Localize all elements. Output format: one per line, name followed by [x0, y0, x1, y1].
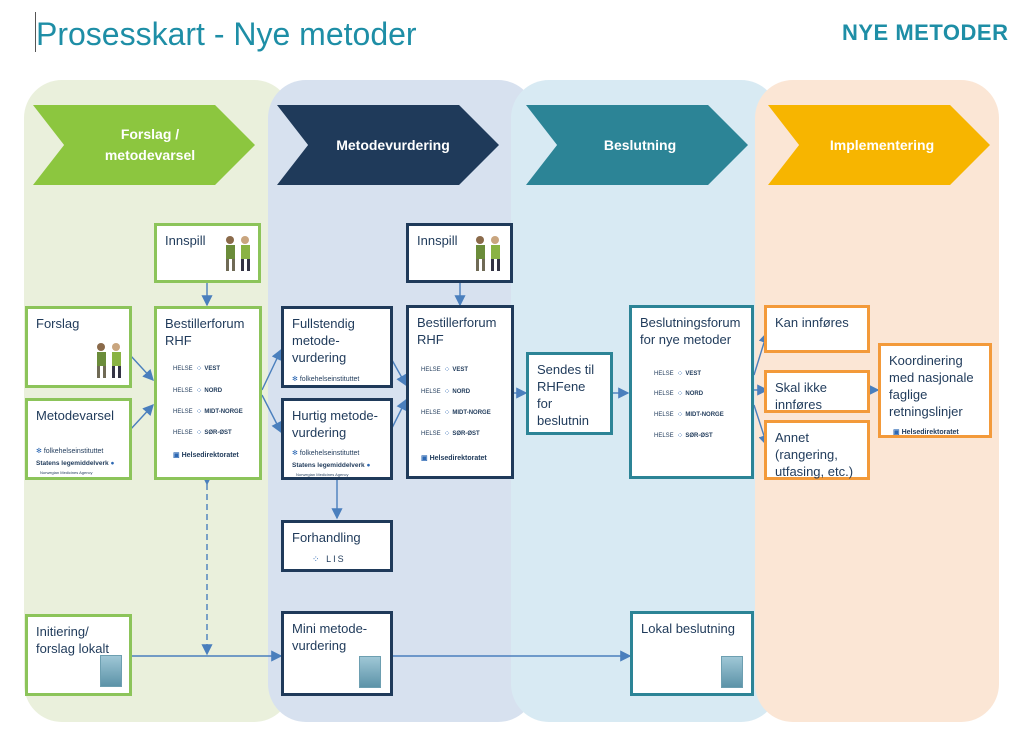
helse-vest-logo: HELSE⁘VEST: [421, 365, 469, 374]
phase-forslag-label: Forslag / metodevarsel: [104, 126, 196, 163]
box-kan-innfores-label: Kan innføres: [775, 315, 849, 330]
box-initiering: Initiering/ forslag lokalt: [25, 614, 132, 696]
box-fullstendig-label: Fullstendig metode- vurdering: [292, 316, 355, 365]
helse-vest-logo: HELSE⁘VEST: [654, 369, 702, 378]
box-annet-label: Annet (rangering, utfasing, etc.): [775, 430, 854, 479]
box-hurtig-label: Hurtig metode- vurdering: [292, 408, 378, 440]
box-skal-ikke: Skal ikke innføres: [764, 370, 870, 413]
box-sendes-label: Sendes til RHFene for beslutnin: [537, 362, 595, 428]
box-innspill-2-label: Innspill: [417, 233, 458, 248]
helse-midt-logo: HELSE⁘MIDT-NORGE: [654, 410, 724, 419]
people-icon: [226, 236, 250, 271]
box-koordinering: Koordinering med nasjonale faglige retni…: [878, 343, 992, 438]
building-icon: [100, 655, 122, 687]
brand-logo: NYE METODER: [842, 20, 1009, 45]
box-metodevarsel: Metodevarsel ✻ folkehelseinstituttet Sta…: [25, 398, 132, 480]
slv-logo: Statens legemiddelverk ●: [36, 460, 115, 467]
box-hurtig: Hurtig metode- vurdering ✻ folkehelseins…: [281, 398, 393, 480]
box-lokal-label: Lokal beslutning: [641, 621, 735, 636]
box-beslutningsforum: Beslutningsforum for nye metoder HELSE⁘V…: [629, 305, 754, 479]
box-forhandling-label: Forhandling: [292, 530, 361, 545]
slv-logo-sub: Norwegian Medicines Agency: [40, 470, 93, 475]
box-metodevarsel-label: Metodevarsel: [36, 408, 115, 423]
helse-midt-logo: HELSE⁘MIDT-NORGE: [421, 408, 491, 417]
people-icon: [97, 343, 121, 378]
slv-logo-sub: Norwegian Medicines Agency: [296, 472, 349, 477]
phase-implementering: Implementering: [768, 105, 990, 185]
phase-forslag: Forslag / metodevarsel: [33, 105, 255, 185]
phase-metodevurdering-label: Metodevurdering: [336, 136, 450, 153]
helse-sorost-logo: HELSE⁘SØR-ØST: [654, 431, 713, 440]
box-skal-ikke-label: Skal ikke innføres: [775, 380, 828, 412]
helse-nord-logo: HELSE⁘NORD: [173, 386, 223, 395]
box-annet: Annet (rangering, utfasing, etc.): [764, 420, 870, 480]
box-bestillerforum-1: Bestillerforum RHF HELSE⁘VEST HELSE⁘NORD…: [154, 306, 262, 480]
box-mini-label: Mini metode- vurdering: [292, 621, 368, 653]
box-bestillerforum-2-label: Bestillerforum RHF: [417, 315, 497, 347]
helsedirektoratet-logo: ▣ Helsedirektoratet: [173, 452, 239, 459]
box-innspill-2: Innspill: [406, 223, 513, 283]
helse-nord-logo: HELSE⁘NORD: [421, 387, 471, 396]
building-icon: [721, 656, 743, 688]
slv-logo: Statens legemiddelverk ●: [292, 462, 371, 469]
fhi-logo: ✻ folkehelseinstituttet: [292, 450, 360, 457]
box-initiering-label: Initiering/ forslag lokalt: [36, 624, 109, 656]
box-bestillerforum-2: Bestillerforum RHF HELSE⁘VEST HELSE⁘NORD…: [406, 305, 514, 479]
building-icon: [359, 656, 381, 688]
people-icon: [476, 236, 500, 271]
box-lokal: Lokal beslutning: [630, 611, 754, 696]
box-forhandling: Forhandling ⁘ LIS: [281, 520, 393, 572]
box-mini: Mini metode- vurdering: [281, 611, 393, 696]
page-title: Prosesskart - Nye metoder: [36, 16, 417, 52]
helse-sorost-logo: HELSE⁘SØR-ØST: [173, 428, 232, 437]
helsedirektoratet-logo: ▣ Helsedirektoratet: [893, 429, 959, 436]
helse-nord-logo: HELSE⁘NORD: [654, 389, 704, 398]
box-bestillerforum-1-label: Bestillerforum RHF: [165, 316, 245, 348]
phase-metodevurdering: Metodevurdering: [277, 105, 499, 185]
helse-vest-logo: HELSE⁘VEST: [173, 364, 221, 373]
fhi-logo: ✻ folkehelseinstituttet: [292, 376, 360, 383]
helse-midt-logo: HELSE⁘MIDT-NORGE: [173, 407, 243, 416]
box-sendes: Sendes til RHFene for beslutnin: [526, 352, 613, 435]
lis-logo: ⁘ LIS: [312, 554, 346, 564]
box-fullstendig: Fullstendig metode- vurdering ✻ folkehel…: [281, 306, 393, 388]
box-kan-innfores: Kan innføres: [764, 305, 870, 353]
box-innspill-1-label: Innspill: [165, 233, 206, 248]
title-divider: [35, 12, 36, 52]
phase-beslutning-label: Beslutning: [603, 136, 677, 153]
helse-sorost-logo: HELSE⁘SØR-ØST: [421, 429, 480, 438]
phase-beslutning: Beslutning: [526, 105, 748, 185]
box-forslag: Forslag: [25, 306, 132, 388]
box-forslag-label: Forslag: [36, 316, 80, 331]
phase-implementering-label: Implementering: [829, 136, 935, 153]
box-beslutningsforum-label: Beslutningsforum for nye metoder: [640, 315, 741, 347]
fhi-logo: ✻ folkehelseinstituttet: [36, 448, 104, 455]
box-innspill-1: Innspill: [154, 223, 261, 283]
box-koordinering-label: Koordinering med nasjonale faglige retni…: [889, 353, 974, 419]
helsedirektoratet-logo: ▣ Helsedirektoratet: [421, 455, 487, 462]
